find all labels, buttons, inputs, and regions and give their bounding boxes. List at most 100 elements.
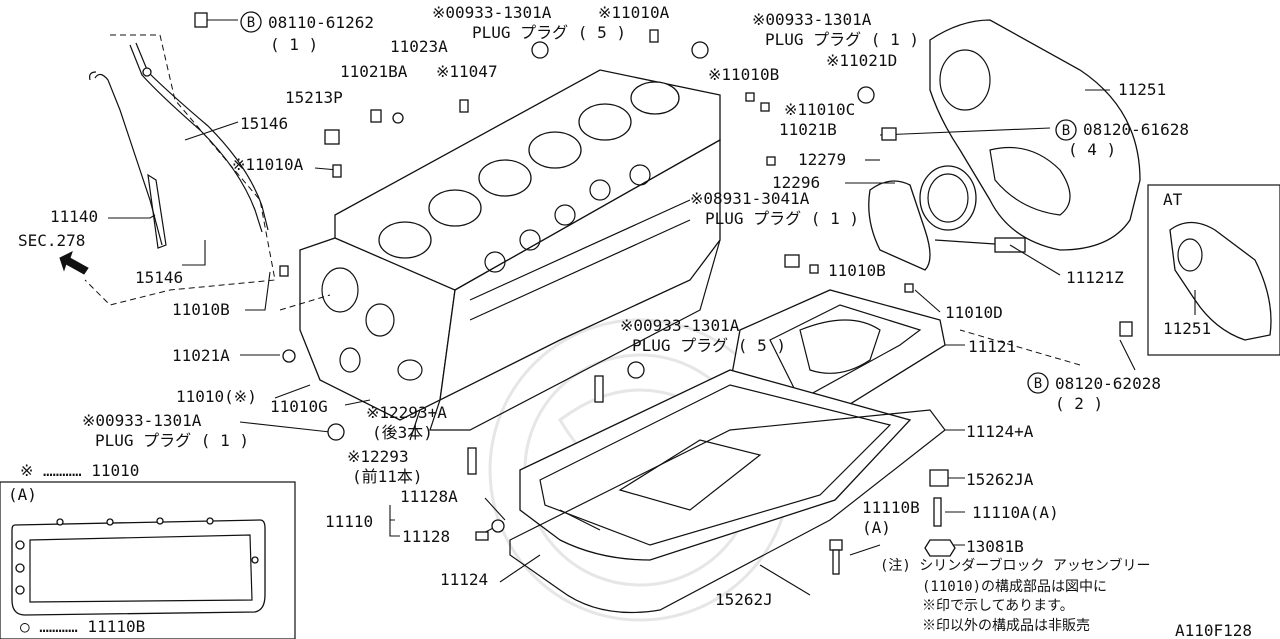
label-15146-top[interactable]: 15146 xyxy=(240,114,288,133)
label-08931-3041A[interactable]: ※08931-3041A xyxy=(690,189,810,208)
oil-pan-lower xyxy=(519,369,912,561)
dowel-11010A-left xyxy=(332,164,342,178)
label-08110-qty: ( 1 ) xyxy=(270,35,318,54)
dowel-11047 xyxy=(459,99,469,113)
plug-15213P xyxy=(324,129,340,145)
at-panel-title: AT xyxy=(1163,190,1183,209)
label-11021A[interactable]: 11021A xyxy=(172,346,230,365)
plug-11021BA xyxy=(370,109,382,123)
label-11010G[interactable]: 11010G xyxy=(270,397,328,416)
label-12296[interactable]: 12296 xyxy=(772,173,820,192)
label-08120-61628[interactable]: 08120-61628 xyxy=(1083,120,1189,139)
label-11128A[interactable]: 11128A xyxy=(400,487,458,506)
label-11010A-left[interactable]: ※11010A xyxy=(232,155,304,174)
label-11124[interactable]: 11124 xyxy=(440,570,488,589)
legend-asterisk-line: ※ ………… 11010 xyxy=(20,461,139,480)
label-12293A-rear: (後3本) xyxy=(372,423,433,442)
note-line-2: (11010)の構成部品は図中に xyxy=(922,579,1107,595)
label-08120-62028[interactable]: 08120-62028 xyxy=(1055,374,1161,393)
label-11021BA[interactable]: 11021BA xyxy=(340,62,408,81)
label-15262J[interactable]: 15262J xyxy=(715,590,773,609)
label-11010C[interactable]: ※11010C xyxy=(784,100,855,119)
note-line-4: ※印以外の構成品は非販売 xyxy=(922,618,1090,634)
label-11110A-A[interactable]: 11110A(A) xyxy=(972,503,1059,522)
label-11110B[interactable]: 11110B xyxy=(862,498,920,517)
note-line-1: (注) シリンダーブロック アッセンブリー xyxy=(880,557,1150,574)
label-11023A[interactable]: 11023A xyxy=(390,37,448,56)
label-11010D[interactable]: 11010D xyxy=(945,303,1003,322)
label-12293A[interactable]: ※12293+A xyxy=(366,403,447,422)
oil-pan-gasket-11124 xyxy=(509,409,946,614)
label-00933-plug5-top[interactable]: ※00933-1301A xyxy=(432,3,552,22)
label-11047[interactable]: ※11047 xyxy=(436,62,498,81)
label-15146-bot[interactable]: 15146 xyxy=(135,268,183,287)
legend-circle-line: ○ ………… 11110B xyxy=(20,617,145,636)
label-11110B-a: (A) xyxy=(862,518,891,537)
legend-section-a: (A) xyxy=(8,485,37,504)
part-labels: 08110-61262 ( 1 ) ※00933-1301A PLUG プラグ … xyxy=(18,3,1211,609)
label-11140[interactable]: 11140 xyxy=(50,207,98,226)
leader-lines xyxy=(108,19,1196,596)
stud-11110A xyxy=(933,497,942,527)
rear-plate-11251 xyxy=(929,19,1141,251)
label-11121[interactable]: 11121 xyxy=(968,337,1016,356)
plug-top-1 xyxy=(691,41,709,59)
label-11010B-left[interactable]: 11010B xyxy=(172,300,230,319)
label-11251[interactable]: 11251 xyxy=(1118,80,1166,99)
bolt-08120-61628 xyxy=(881,127,897,141)
svg-text:B: B xyxy=(1034,376,1042,392)
bolt-11128 xyxy=(475,531,489,541)
label-13081B[interactable]: 13081B xyxy=(966,537,1024,556)
dowel-11010B-left xyxy=(279,265,289,277)
label-08120-62028-qty: ( 2 ) xyxy=(1055,394,1103,413)
label-15213P[interactable]: 15213P xyxy=(285,88,343,107)
label-00933-plug5-mid[interactable]: ※00933-1301A xyxy=(620,316,740,335)
label-11128[interactable]: 11128 xyxy=(402,527,450,546)
legend-text: ※ ………… 11010 (A) ○ ………… 11110B xyxy=(8,461,145,636)
plug-left-1 xyxy=(327,423,345,441)
plug-15262J xyxy=(829,539,843,551)
dipstick-assembly xyxy=(84,34,276,306)
dowel-11010A xyxy=(649,29,659,43)
washer-11128A xyxy=(491,519,505,533)
plug-top-5 xyxy=(531,41,549,59)
label-15262JA[interactable]: 15262JA xyxy=(966,470,1034,489)
bolt-08110 xyxy=(194,12,208,28)
label-11010B-mid[interactable]: 11010B xyxy=(828,261,886,280)
label-11021D[interactable]: ※11021D xyxy=(826,51,897,70)
label-12293[interactable]: ※12293 xyxy=(347,447,409,466)
note-line-3: ※印で示してあります。 xyxy=(922,598,1074,614)
label-11010-note[interactable]: 11010(※) xyxy=(176,387,257,406)
label-plug5-mid-desc: PLUG プラグ ( 5 ) xyxy=(632,336,786,355)
note-block: (注) シリンダーブロック アッセンブリー (11010)の構成部品は図中に ※… xyxy=(880,557,1150,634)
label-08931-desc: PLUG プラグ ( 1 ) xyxy=(705,209,859,228)
label-08120-61628-qty: ( 4 ) xyxy=(1068,140,1116,159)
diagram-code: A110F128 xyxy=(1175,621,1252,639)
bolt-12293 xyxy=(467,447,477,475)
label-11021B[interactable]: 11021B xyxy=(779,120,837,139)
circled-b-icon: B xyxy=(240,11,262,33)
label-11121Z[interactable]: 11121Z xyxy=(1066,268,1124,287)
label-11010A[interactable]: ※11010A xyxy=(598,3,670,22)
label-11124A[interactable]: 11124+A xyxy=(966,422,1034,441)
circled-b-icon: B xyxy=(1055,119,1077,141)
plug-mid-5 xyxy=(627,361,645,379)
label-08110-61262[interactable]: 08110-61262 xyxy=(268,13,374,32)
nut-13081B xyxy=(924,539,956,557)
at-panel-part[interactable]: 11251 xyxy=(1163,319,1211,338)
label-sec278[interactable]: SEC.278 xyxy=(18,231,85,250)
label-plug1-left-desc: PLUG プラグ ( 1 ) xyxy=(95,431,249,450)
label-11010B-top[interactable]: ※11010B xyxy=(708,65,779,84)
label-11110[interactable]: 11110 xyxy=(325,512,373,531)
bolt-12293A xyxy=(594,375,604,403)
cylinder-block xyxy=(299,69,721,441)
arrow-sec278-icon xyxy=(59,251,89,275)
svg-text:B: B xyxy=(247,15,255,31)
label-12279[interactable]: 12279 xyxy=(798,150,846,169)
plug-08931 xyxy=(784,254,800,268)
label-00933-plug1-top[interactable]: ※00933-1301A xyxy=(752,10,872,29)
label-00933-plug1-left[interactable]: ※00933-1301A xyxy=(82,411,202,430)
plug-15262JA xyxy=(929,469,949,487)
